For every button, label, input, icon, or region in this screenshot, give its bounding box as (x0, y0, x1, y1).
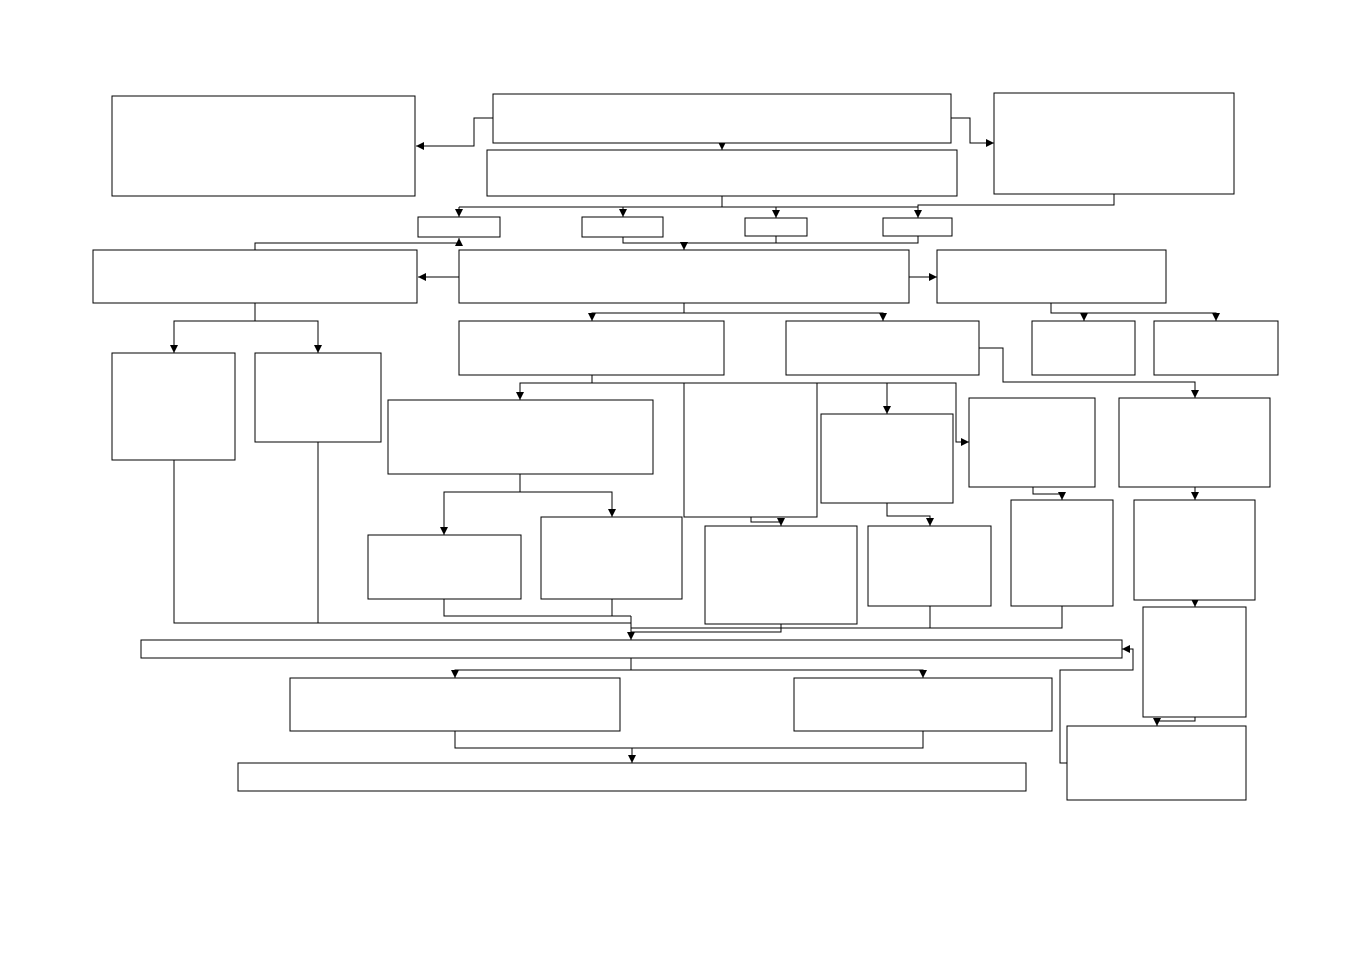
node-r3-right-a (1031, 320, 1136, 376)
connector-mid-right-branch (1084, 312, 1220, 321)
node-long-bar (140, 639, 1123, 659)
node-final (237, 762, 1027, 792)
node-bottom-left (289, 677, 621, 732)
connector-r5-c-down (631, 624, 782, 633)
node-r5-e (1010, 499, 1114, 607)
node-r5-f (1133, 499, 1256, 601)
node-bottom-right (793, 677, 1053, 732)
connector-mid-left-to-small-1 (254, 238, 463, 250)
node-r4-wide (387, 399, 654, 475)
connector-mid-left-branch (255, 320, 322, 353)
connectors (170, 117, 1220, 764)
node-r6-right (1142, 606, 1247, 718)
connector-r4-right-a (1032, 487, 1066, 500)
node-r5-c (704, 525, 858, 625)
connector-r6-right-down (1153, 717, 1196, 726)
node-top-center (492, 93, 952, 144)
node-top-left-panel (111, 95, 416, 197)
connector-right-panel-to-small-4 (914, 194, 1115, 218)
node-small-1 (417, 216, 501, 238)
connector-bar-trunk (451, 658, 632, 678)
node-small-2 (581, 216, 664, 238)
connector-center-box-to-r5 (886, 503, 934, 526)
node-r3-left (458, 320, 725, 376)
connector-top-to-left-panel (416, 117, 493, 150)
connector-mid-center-branch (684, 312, 887, 321)
connector-top-to-right-panel (951, 117, 994, 147)
node-r5-a (367, 534, 522, 600)
connector-r4-left-trunk (440, 474, 521, 535)
node-r4-tall (683, 382, 818, 518)
connector-mid-center-trunk (588, 303, 685, 321)
node-col-1 (111, 352, 236, 461)
node-r4-center (820, 413, 954, 504)
node-r7-right (1066, 725, 1247, 801)
node-r3-center (785, 320, 980, 376)
connector-r5-a-down (443, 599, 631, 617)
connector-mid-left-trunk (170, 303, 256, 353)
node-r5-d (867, 525, 992, 607)
connector-r5-e-down (930, 606, 1063, 629)
connector-mid-right-trunk (1050, 303, 1088, 321)
node-mid-right (936, 249, 1167, 304)
node-r5-b (540, 516, 683, 600)
connector-col-1-down (173, 460, 631, 624)
node-mid-left (92, 249, 418, 304)
node-top-right-panel (993, 92, 1235, 195)
node-small-4 (882, 217, 953, 237)
node-second-center (486, 149, 958, 197)
connector-r3-left-trunk (516, 375, 593, 400)
node-small-3 (744, 217, 808, 237)
node-r4-right-b (1118, 397, 1271, 488)
connector-r4-left-branch (520, 491, 616, 517)
connector-small-4-to-mid (684, 236, 919, 244)
nodes (92, 92, 1279, 801)
connector-tall-to-r5 (750, 517, 785, 526)
connector-bottom-left-up (454, 731, 924, 749)
node-mid-center (458, 249, 910, 304)
connector-r3-right-to-col (979, 347, 1199, 398)
node-r3-right-b (1153, 320, 1279, 376)
node-r4-right-a (968, 397, 1096, 488)
connector-bar-branch (631, 669, 927, 678)
node-col-2 (254, 352, 382, 443)
connector-feedback-to-bar (1059, 645, 1134, 764)
